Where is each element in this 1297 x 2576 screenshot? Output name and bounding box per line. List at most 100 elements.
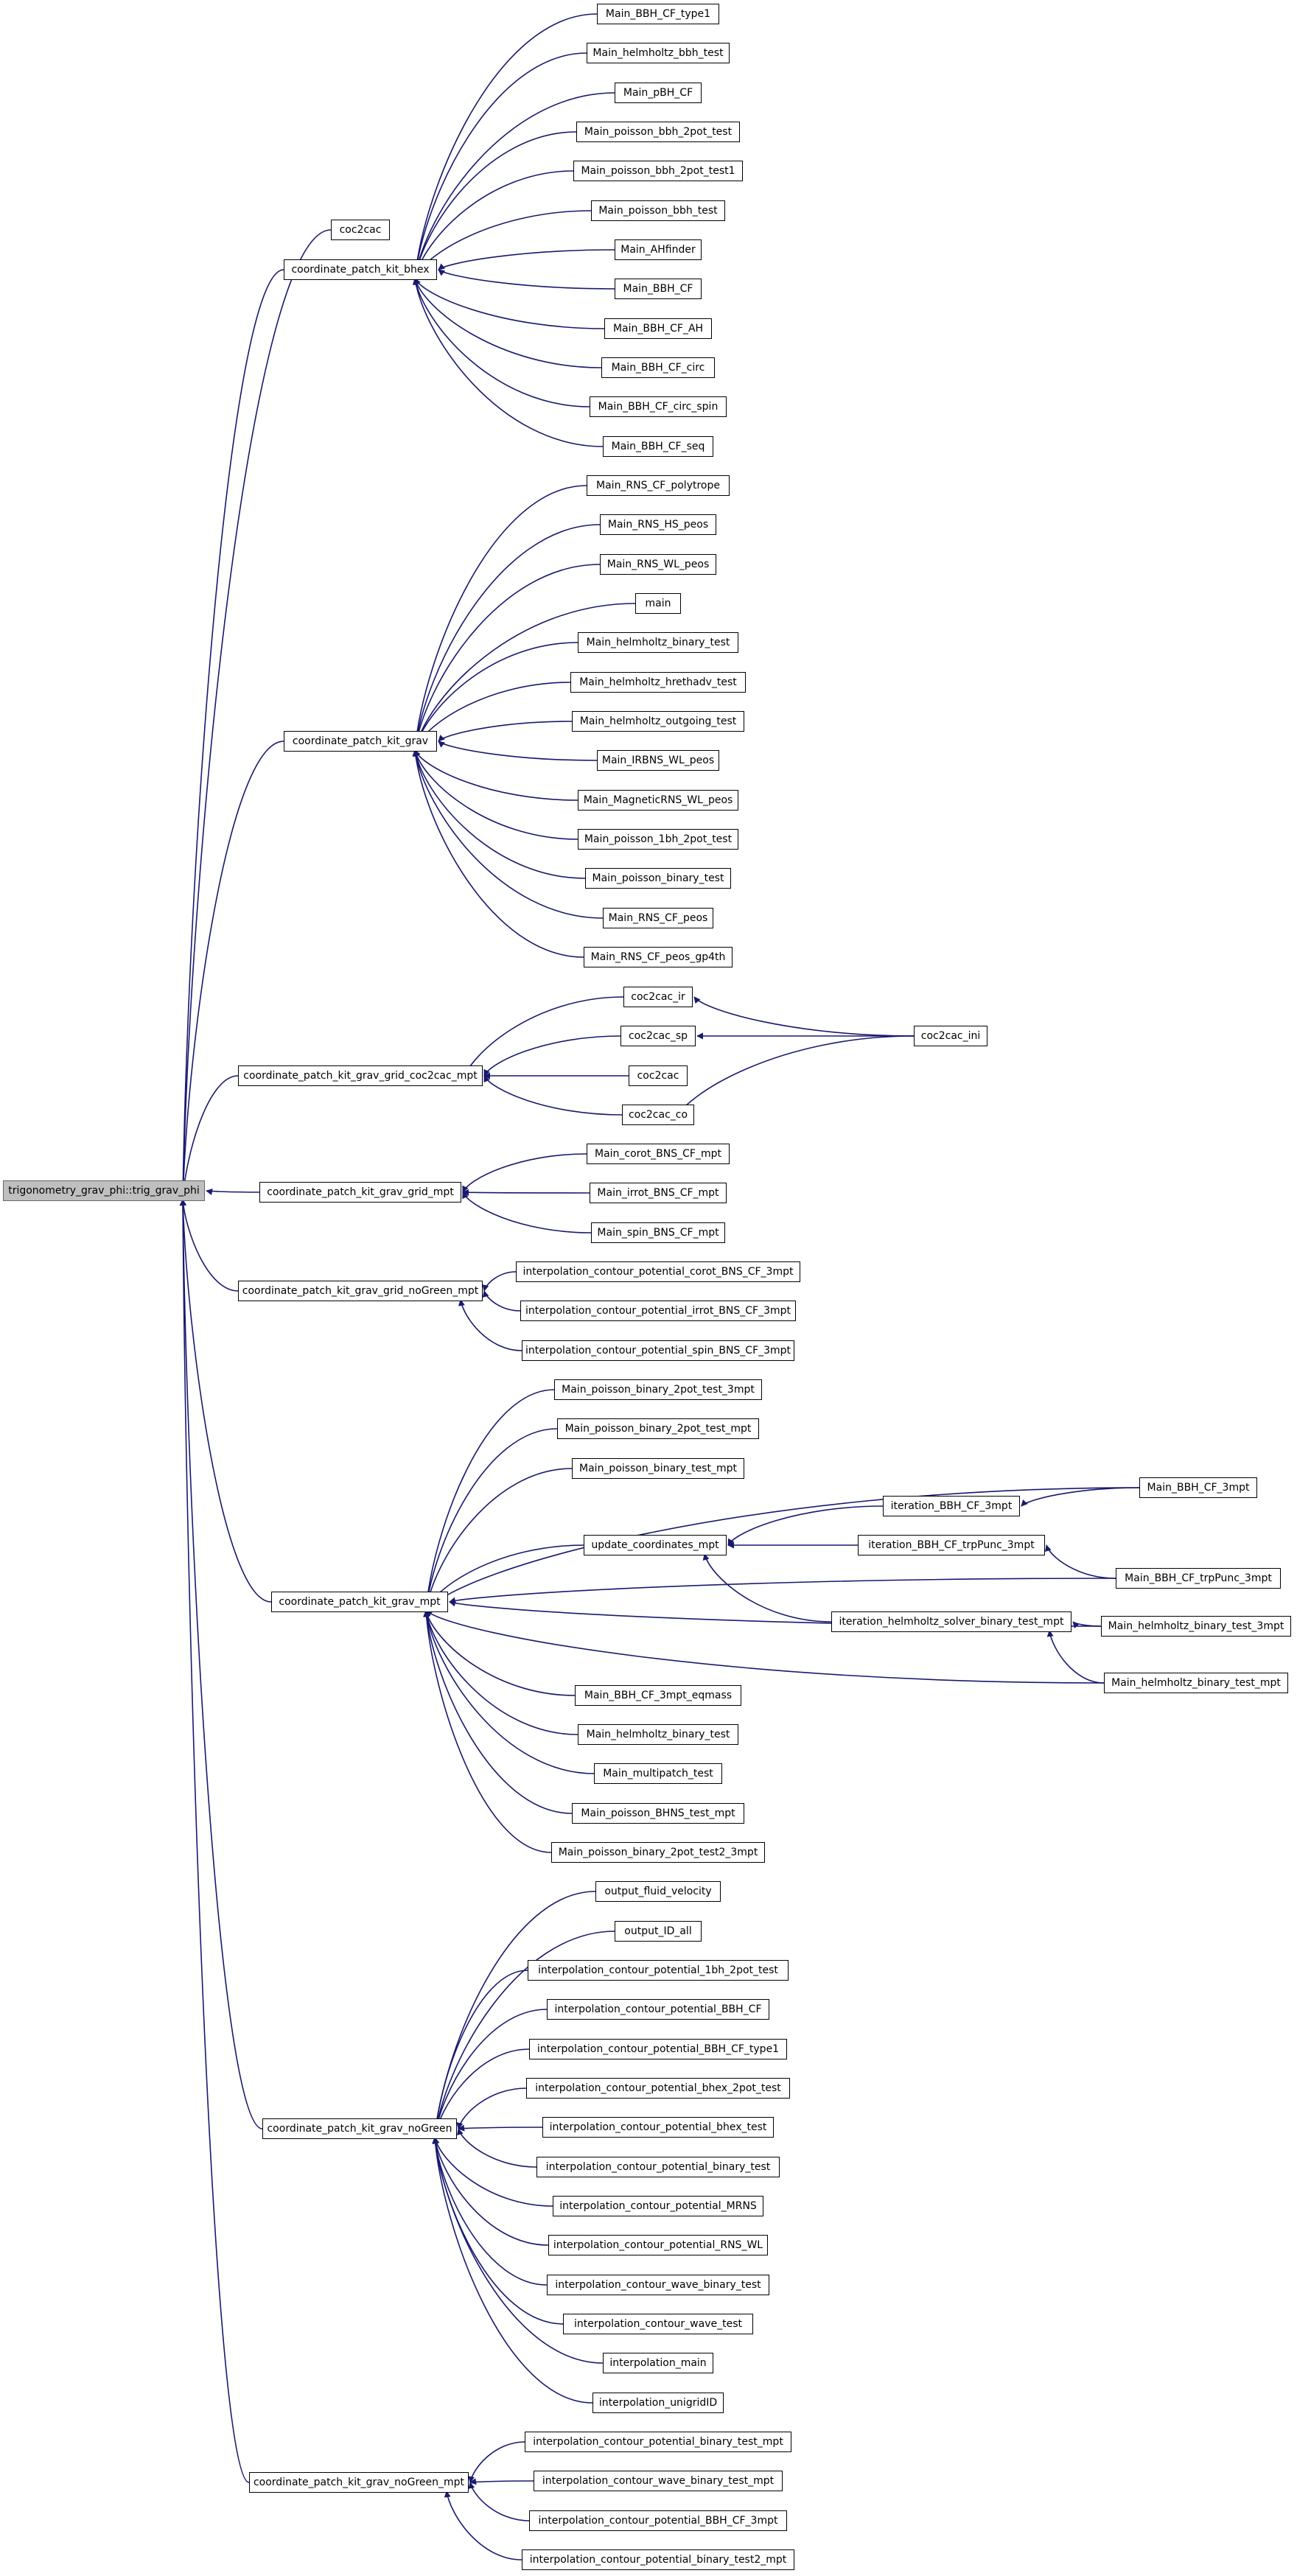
graph-node[interactable]: coc2cac: [331, 220, 390, 240]
graph-edge: [432, 1970, 528, 2138]
graph-node[interactable]: Main_BBH_CF_type1: [597, 4, 719, 24]
graph-node[interactable]: coordinate_patch_kit_grav_grid_noGreen_m…: [238, 1281, 483, 1301]
graph-node[interactable]: output_fluid_velocity: [595, 1881, 721, 1902]
graph-node[interactable]: Main_multipatch_test: [594, 1763, 722, 1784]
graph-node[interactable]: Main_MagneticRNS_WL_peos: [578, 790, 738, 811]
graph-node[interactable]: Main_AHfinder: [615, 239, 702, 260]
graph-edge: [413, 603, 636, 751]
graph-node[interactable]: Main_helmholtz_hrethadv_test: [570, 672, 746, 693]
graph-edge: [1046, 1630, 1105, 1684]
graph-edge: [483, 1035, 621, 1077]
graph-node[interactable]: interpolation_unigridID: [592, 2393, 724, 2413]
graph-node[interactable]: Main_RNS_WL_peos: [600, 554, 716, 575]
graph-node[interactable]: Main_helmholtz_binary_test: [578, 1724, 738, 1745]
graph-node[interactable]: Main_poisson_bbh_2pot_test1: [573, 161, 743, 181]
graph-node[interactable]: Main_helmholtz_bbh_test: [587, 43, 730, 63]
graph-edge: [414, 278, 605, 329]
graph-node[interactable]: interpolation_contour_potential_irrot_BN…: [520, 1301, 796, 1321]
graph-node[interactable]: interpolation_contour_potential_bhex_2po…: [526, 2078, 790, 2099]
graph-node[interactable]: iteration_BBH_CF_trpPunc_3mpt: [858, 1535, 1045, 1555]
graph-node[interactable]: interpolation_contour_wave_binary_test_m…: [534, 2471, 783, 2491]
graph-node[interactable]: Main_poisson_binary_2pot_test_mpt: [557, 1418, 759, 1439]
graph-node[interactable]: interpolation_contour_potential_bhex_tes…: [542, 2117, 774, 2138]
graph-node-root[interactable]: trigonometry_grav_phi::trig_grav_phi: [3, 1180, 205, 1201]
graph-node[interactable]: Main_irrot_BNS_CF_mpt: [590, 1183, 727, 1203]
graph-node[interactable]: Main_RNS_HS_peos: [600, 514, 716, 535]
graph-node[interactable]: interpolation_contour_wave_test: [563, 2314, 753, 2334]
graph-node[interactable]: Main_poisson_1bh_2pot_test: [578, 829, 738, 850]
graph-node[interactable]: Main_BBH_CF_AH: [604, 318, 712, 339]
graph-node[interactable]: Main_BBH_CF_circ: [601, 357, 715, 378]
graph-node[interactable]: iteration_BBH_CF_3mpt: [883, 1496, 1020, 1516]
graph-node[interactable]: Main_spin_BNS_CF_mpt: [591, 1222, 725, 1243]
graph-node[interactable]: interpolation_contour_potential_1bh_2pot…: [528, 1960, 789, 1981]
graph-edge: [412, 564, 601, 751]
graph-node[interactable]: Main_RNS_CF_polytrope: [587, 475, 730, 496]
graph-node[interactable]: interpolation_contour_potential_MRNS: [553, 2196, 763, 2216]
graph-node[interactable]: Main_BBH_CF_3mpt_eqmass: [575, 1685, 741, 1706]
graph-node[interactable]: coordinate_patch_kit_grav_grid_coc2cac_m…: [238, 1065, 483, 1086]
graph-node[interactable]: Main_RNS_CF_peos_gp4th: [584, 947, 733, 967]
graph-edge: [412, 52, 587, 279]
graph-node[interactable]: Main_poisson_bbh_2pot_test: [576, 122, 740, 142]
graph-edge: [438, 269, 615, 290]
graph-node[interactable]: interpolation_contour_potential_BBH_CF_3…: [529, 2510, 787, 2531]
graph-edge: [179, 1199, 263, 2129]
graph-edge: [432, 2137, 604, 2364]
graph-node[interactable]: Main_poisson_binary_test: [585, 868, 731, 889]
graph-edge: [206, 1189, 260, 1195]
graph-node[interactable]: coc2cac_sp: [620, 1026, 696, 1046]
graph-node[interactable]: iteration_helmholtz_solver_binary_test_m…: [831, 1611, 1071, 1632]
graph-node[interactable]: Main_BBH_CF: [615, 279, 702, 299]
graph-node[interactable]: interpolation_contour_potential_BBH_CF_t…: [529, 2039, 787, 2059]
graph-node[interactable]: Main_poisson_BHNS_test_mpt: [572, 1803, 744, 1824]
graph-node[interactable]: coordinate_patch_kit_grav_noGreen_mpt: [249, 2472, 469, 2493]
graph-node[interactable]: coc2cac_co: [622, 1105, 694, 1125]
graph-node[interactable]: interpolation_contour_potential_corot_BN…: [516, 1261, 800, 1282]
graph-node[interactable]: interpolation_contour_potential_binary_t…: [522, 2549, 794, 2570]
graph-node[interactable]: Main_poisson_binary_2pot_test_3mpt: [554, 1379, 762, 1400]
graph-node[interactable]: Main_pBH_CF: [615, 83, 702, 103]
graph-node[interactable]: coordinate_patch_kit_grav: [284, 731, 437, 752]
graph-node[interactable]: Main_helmholtz_binary_test: [578, 632, 738, 653]
graph-edge: [458, 996, 624, 1085]
graph-node[interactable]: coc2cac_ir: [623, 987, 693, 1007]
graph-node[interactable]: interpolation_contour_potential_binary_t…: [536, 2157, 780, 2177]
graph-node[interactable]: main: [635, 593, 681, 614]
graph-edge: [462, 1191, 592, 1233]
graph-edge: [1021, 1487, 1140, 1507]
graph-node[interactable]: coc2cac_ini: [914, 1026, 987, 1046]
graph-node[interactable]: interpolation_main: [603, 2353, 713, 2373]
graph-node[interactable]: interpolation_contour_potential_spin_BNS…: [522, 1340, 794, 1361]
graph-edge: [424, 1544, 584, 1611]
graph-edge: [423, 1610, 552, 1853]
graph-node[interactable]: Main_poisson_binary_2pot_test2_3mpt: [551, 1842, 765, 1863]
graph-node[interactable]: Main_BBH_CF_seq: [603, 436, 713, 457]
graph-edge: [179, 1199, 272, 1603]
graph-node[interactable]: Main_BBH_CF_circ_spin: [590, 396, 727, 417]
graph-node[interactable]: coordinate_patch_kit_bhex: [284, 259, 437, 280]
graph-node[interactable]: Main_helmholtz_binary_test_3mpt: [1101, 1616, 1291, 1637]
graph-node[interactable]: coordinate_patch_kit_grav_grid_mpt: [259, 1182, 461, 1203]
graph-node[interactable]: Main_corot_BNS_CF_mpt: [587, 1144, 730, 1164]
graph-edge: [438, 721, 573, 742]
graph-edge: [423, 1610, 595, 1774]
graph-node[interactable]: Main_BBH_CF_trpPunc_3mpt: [1116, 1568, 1281, 1589]
graph-node[interactable]: update_coordinates_mpt: [584, 1535, 727, 1555]
graph-node[interactable]: coordinate_patch_kit_grav_noGreen: [262, 2118, 457, 2139]
graph-node[interactable]: interpolation_contour_potential_BBH_CF: [547, 1999, 769, 2020]
graph-node[interactable]: Main_BBH_CF_3mpt: [1139, 1477, 1257, 1498]
graph-node[interactable]: output_ID_all: [615, 1921, 702, 1942]
graph-node[interactable]: Main_poisson_bbh_test: [591, 200, 725, 221]
graph-node[interactable]: coc2cac: [629, 1065, 688, 1086]
graph-node[interactable]: Main_poisson_binary_test_mpt: [572, 1458, 744, 1479]
graph-node[interactable]: Main_RNS_CF_peos: [603, 908, 713, 928]
graph-node[interactable]: Main_helmholtz_binary_test_mpt: [1104, 1673, 1288, 1693]
graph-node[interactable]: interpolation_contour_potential_RNS_WL: [548, 2235, 768, 2255]
graph-edge: [456, 2128, 537, 2168]
graph-node[interactable]: interpolation_contour_wave_binary_test: [547, 2275, 769, 2295]
graph-node[interactable]: interpolation_contour_potential_binary_t…: [525, 2432, 791, 2452]
graph-node[interactable]: Main_IRBNS_WL_peos: [597, 750, 719, 771]
graph-node[interactable]: coordinate_patch_kit_grav_mpt: [271, 1592, 448, 1612]
graph-node[interactable]: Main_helmholtz_outgoing_test: [572, 711, 744, 732]
